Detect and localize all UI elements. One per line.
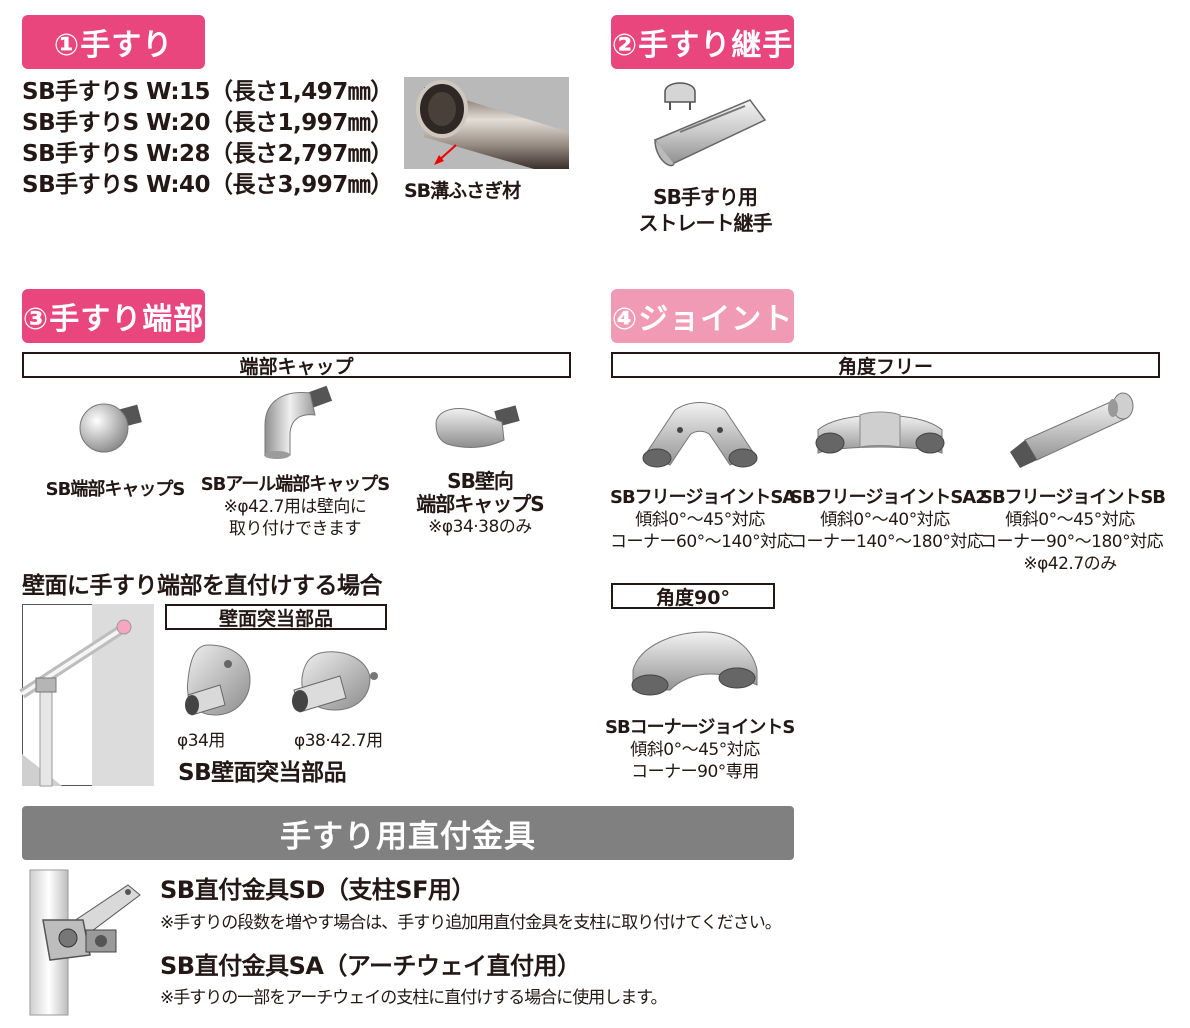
direct-fitting-sa-name: SB直付金具SA（アーチウェイ直付用） bbox=[160, 952, 581, 980]
end-cap-s-illustration bbox=[79, 403, 142, 453]
straight-joint-line1: SB手すり用 bbox=[653, 185, 758, 209]
wall-end-cap-caption: SB壁向 端部キャップS ※φ34·38のみ bbox=[395, 470, 565, 538]
direct-fitting-bar: 手すり用直付金具 bbox=[22, 806, 794, 860]
direct-fitting-sd-name: SB直付金具SD（支柱SF用） bbox=[160, 876, 475, 904]
direct-fitting-sd-note: ※手すりの段数を増やす場合は、手すり追加用直付金具を支柱に取り付けてください。 bbox=[160, 913, 782, 933]
end-cap-s-label: SB端部キャップS bbox=[45, 479, 186, 500]
arc-end-cap-name: SBアール端部キャップS bbox=[200, 474, 391, 495]
handrail-spec-w40: SB手すりS W:40（長さ3,997㎜） bbox=[22, 172, 393, 198]
wall-part-38-label: φ38·42.7用 bbox=[294, 731, 383, 751]
free-joint-sb-line3: ※φ42.7のみ bbox=[1023, 554, 1117, 574]
angle-90-header: 角度90° bbox=[611, 583, 775, 609]
free-joint-sa-illustration bbox=[642, 402, 758, 468]
free-joint-sb-name: SBフリージョイントSB bbox=[980, 487, 1166, 508]
arc-end-cap-caption: SBアール端部キャップS ※φ42.7用は壁向に 取り付けできます bbox=[190, 470, 400, 540]
free-joint-sa2-line2: コーナー140°～180°対応 bbox=[790, 532, 984, 552]
handrail-spec-w28: SB手すりS W:28（長さ2,797㎜） bbox=[22, 141, 393, 167]
free-joint-sa2-illustration bbox=[815, 411, 945, 454]
wall-part-34-illustration bbox=[185, 644, 251, 716]
free-joint-sb-caption: SBフリージョイントSB 傾斜0°～45°対応 コーナー90°～180°対応 ※… bbox=[980, 483, 1166, 575]
free-joint-sa2-line1: 傾斜0°～40°対応 bbox=[820, 510, 950, 530]
free-joint-sb-line1: 傾斜0°～45°対応 bbox=[1005, 510, 1135, 530]
handrail-spec-w15: SB手すりS W:15（長さ1,497㎜） bbox=[22, 79, 393, 105]
free-joint-sa-line1: 傾斜0°～45°対応 bbox=[635, 510, 765, 530]
section-title-handrail-joint: ②手すり継手 bbox=[611, 15, 794, 69]
wall-part-34-label: φ34用 bbox=[177, 731, 225, 751]
free-joint-sa2-caption: SBフリージョイントSA2 傾斜0°～40°対応 コーナー140°～180°対応 bbox=[790, 483, 988, 553]
wall-end-cap-note: ※φ34·38のみ bbox=[428, 517, 532, 537]
free-joint-sa-caption: SBフリージョイントSA 傾斜0°～45°対応 コーナー60°～140°対応 bbox=[610, 483, 796, 553]
handrail-spec-w20: SB手すりS W:20（長さ1,997㎜） bbox=[22, 110, 393, 136]
free-joint-sa-line2: コーナー60°～140°対応 bbox=[610, 532, 794, 552]
free-joint-sa2-name: SBフリージョイントSA2 bbox=[790, 487, 988, 508]
wall-part-38-illustration bbox=[292, 651, 378, 713]
groove-cover-label: SB溝ふさぎ材 bbox=[404, 180, 521, 202]
corner-joint-name: SBコーナージョイントS bbox=[605, 717, 795, 738]
corner-joint-caption: SBコーナージョイントS 傾斜0°～45°対応 コーナー90°専用 bbox=[605, 713, 795, 783]
free-joint-sa-name: SBフリージョイントSA bbox=[610, 487, 796, 508]
corner-joint-line2: コーナー90°専用 bbox=[631, 762, 759, 782]
free-joint-sb-illustration bbox=[1010, 392, 1134, 468]
wall-end-cap-line1: SB壁向 bbox=[447, 469, 514, 493]
section-title-joint: ④ジョイント bbox=[611, 289, 794, 343]
arc-end-cap-note2: 取り付けできます bbox=[229, 519, 362, 539]
wall-part-name: SB壁面突当部品 bbox=[178, 760, 347, 786]
arc-end-cap-note1: ※φ42.7用は壁向に bbox=[223, 497, 367, 517]
end-cap-header: 端部キャップ bbox=[22, 352, 571, 378]
angle-free-header: 角度フリー bbox=[611, 352, 1160, 378]
straight-joint-illustration bbox=[653, 82, 767, 167]
wall-end-cap-line2: 端部キャップS bbox=[416, 492, 544, 516]
wall-mount-scene bbox=[19, 604, 154, 787]
direct-fitting-sa-note: ※手すりの一部をアーチウェイの支柱に直付けする場合に使用します。 bbox=[160, 988, 668, 1008]
handrail-photo bbox=[404, 77, 569, 169]
straight-joint-caption: SB手すり用 ストレート継手 bbox=[620, 184, 790, 236]
section-title-handrail-end: ③手すり端部 bbox=[22, 289, 205, 343]
handrail-spec-list: SB手すりS W:15（長さ1,497㎜） SB手すりS W:20（長さ1,99… bbox=[22, 77, 393, 201]
arc-end-cap-illustration bbox=[264, 385, 333, 459]
free-joint-sb-line2: コーナー90°～180°対応 bbox=[980, 532, 1164, 552]
corner-joint-illustration bbox=[631, 631, 758, 696]
straight-joint-line2: ストレート継手 bbox=[638, 211, 773, 235]
section-title-handrail: ①手すり bbox=[22, 15, 205, 69]
direct-fitting-illustration bbox=[29, 869, 141, 1016]
corner-joint-line1: 傾斜0°～45°対応 bbox=[630, 740, 760, 760]
wall-end-cap-illustration bbox=[435, 405, 520, 448]
wall-part-header: 壁面突当部品 bbox=[165, 604, 387, 630]
wall-mount-title: 壁面に手すり端部を直付けする場合 bbox=[22, 573, 383, 599]
